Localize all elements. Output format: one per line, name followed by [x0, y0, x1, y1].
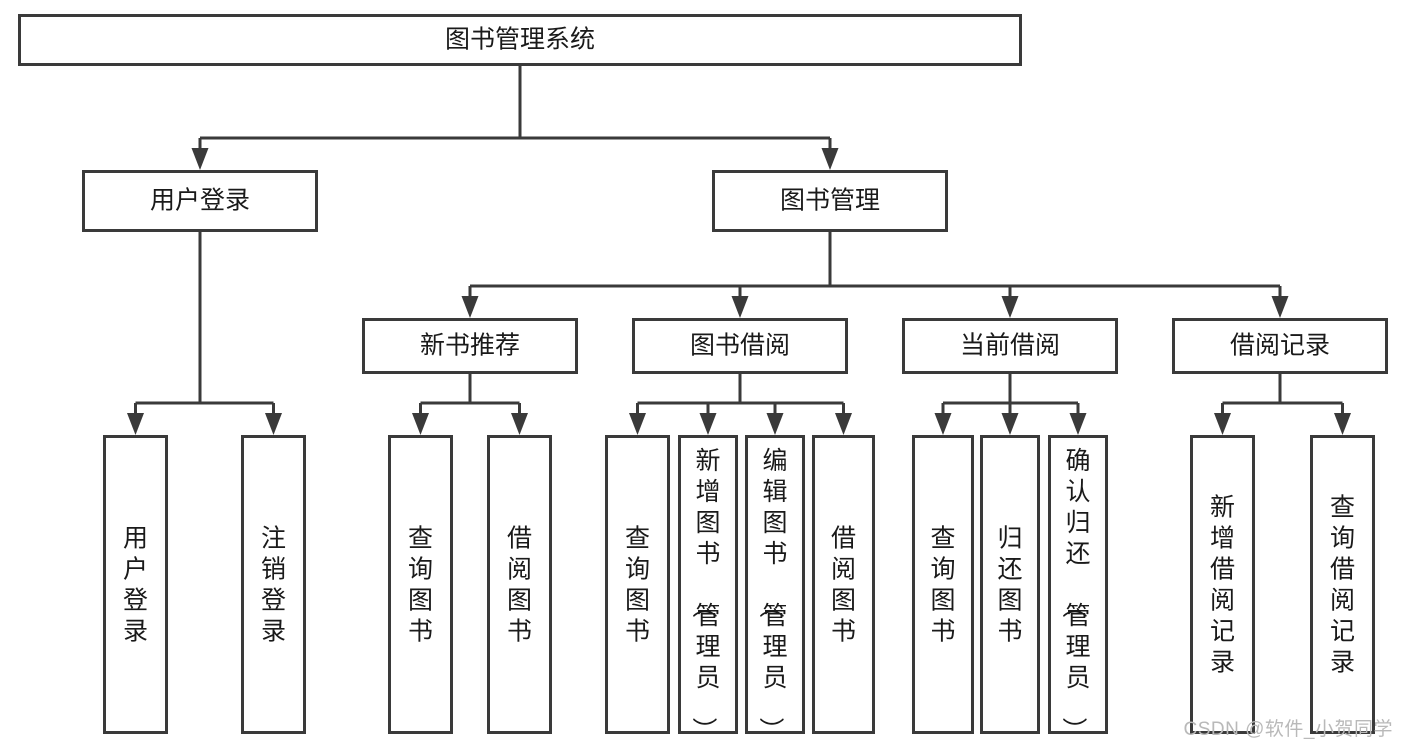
arrow-head-icon: [127, 413, 144, 435]
arrow-head-icon: [1001, 296, 1019, 318]
arrow-head-icon: [629, 413, 646, 435]
node-box: [912, 435, 974, 734]
diagram-node-leaf2[interactable]: 注销登录: [241, 435, 306, 734]
diagram-node-leaf13[interactable]: 查询借阅记录: [1310, 435, 1375, 734]
node-label: 新增图书（管理员）: [689, 447, 720, 742]
node-box: [1310, 435, 1375, 734]
arrow-head-icon: [731, 296, 749, 318]
arrow-head-icon: [699, 413, 717, 435]
node-box: [1172, 318, 1388, 374]
node-label: 图书管理系统: [445, 26, 595, 54]
diagram-node-leaf6[interactable]: 新增图书（管理员）: [678, 435, 738, 743]
diagram-node-leaf7[interactable]: 编辑图书（管理员）: [745, 435, 805, 743]
diagram-node-leaf8[interactable]: 借阅图书: [812, 435, 875, 734]
node-box: [712, 170, 948, 232]
diagram-node-l3d[interactable]: 借阅记录: [1172, 318, 1388, 374]
node-label: 确认归还（管理员）: [1059, 447, 1090, 742]
arrow-head-icon: [821, 148, 839, 170]
diagram-node-leaf4[interactable]: 借阅图书: [487, 435, 552, 734]
node-label: 用户登录: [123, 525, 148, 646]
arrow-head-icon: [1271, 296, 1289, 318]
diagram-node-l2b[interactable]: 图书管理: [712, 170, 948, 232]
arrow-head-icon: [1214, 413, 1231, 435]
node-label: 查询图书: [408, 525, 433, 646]
node-label: 借阅图书: [507, 525, 532, 646]
node-box: [1190, 435, 1255, 734]
diagram-node-l3c[interactable]: 当前借阅: [902, 318, 1118, 374]
arrow-head-icon: [835, 413, 852, 435]
node-box: [487, 435, 552, 734]
arrow-head-icon: [1001, 413, 1019, 435]
arrow-head-icon: [1334, 413, 1351, 435]
node-box: [1048, 435, 1108, 734]
node-label: 注销登录: [261, 525, 286, 646]
node-box: [745, 435, 805, 734]
diagram-node-leaf3[interactable]: 查询图书: [388, 435, 453, 734]
node-label: 新增借阅记录: [1210, 494, 1235, 677]
arrow-head-icon: [766, 413, 784, 435]
node-label: 编辑图书（管理员）: [756, 447, 787, 742]
arrow-head-icon: [265, 413, 282, 435]
node-label: 用户登录: [150, 187, 250, 215]
node-label: 归还图书: [997, 525, 1022, 646]
node-label: 借阅记录: [1230, 332, 1330, 360]
node-layer: 图书管理系统用户登录图书管理新书推荐图书借阅当前借阅借阅记录用户登录注销登录查询…: [18, 14, 1388, 743]
node-label: 查询借阅记录: [1330, 494, 1355, 677]
node-box: [605, 435, 670, 734]
node-label: 图书借阅: [690, 332, 790, 360]
node-box: [103, 435, 168, 734]
diagram-node-root[interactable]: 图书管理系统: [18, 14, 1022, 66]
node-box: [362, 318, 578, 374]
csdn-watermark: CSDN @软件_小贺同学: [1183, 719, 1393, 740]
node-box: [980, 435, 1040, 734]
node-label: 查询图书: [930, 525, 955, 646]
diagram-node-l3b[interactable]: 图书借阅: [632, 318, 848, 374]
node-label: 图书管理: [780, 187, 880, 215]
diagram-node-l3a[interactable]: 新书推荐: [362, 318, 578, 374]
arrow-head-icon: [511, 413, 528, 435]
node-box: [678, 435, 738, 734]
arrow-head-icon: [191, 148, 209, 170]
node-label: 查询图书: [625, 525, 650, 646]
arrow-head-icon: [934, 413, 952, 435]
diagram-node-leaf1[interactable]: 用户登录: [103, 435, 168, 734]
diagram-node-l2a[interactable]: 用户登录: [82, 170, 318, 232]
arrow-head-icon: [1069, 413, 1087, 435]
diagram-node-leaf9[interactable]: 查询图书: [912, 435, 974, 734]
node-box: [241, 435, 306, 734]
diagram-node-leaf10[interactable]: 归还图书: [980, 435, 1040, 734]
diagram-node-leaf5[interactable]: 查询图书: [605, 435, 670, 734]
node-box: [388, 435, 453, 734]
arrow-head-icon: [461, 296, 479, 318]
diagram-node-leaf11[interactable]: 确认归还（管理员）: [1048, 435, 1108, 743]
diagram-node-leaf12[interactable]: 新增借阅记录: [1190, 435, 1255, 734]
arrow-head-icon: [412, 413, 429, 435]
connector-layer: [127, 66, 1351, 435]
node-box: [82, 170, 318, 232]
node-box: [902, 318, 1118, 374]
node-label: 当前借阅: [960, 332, 1060, 360]
node-label: 借阅图书: [831, 525, 856, 646]
node-label: 新书推荐: [420, 332, 520, 360]
node-box: [18, 14, 1022, 66]
node-box: [632, 318, 848, 374]
node-box: [812, 435, 875, 734]
